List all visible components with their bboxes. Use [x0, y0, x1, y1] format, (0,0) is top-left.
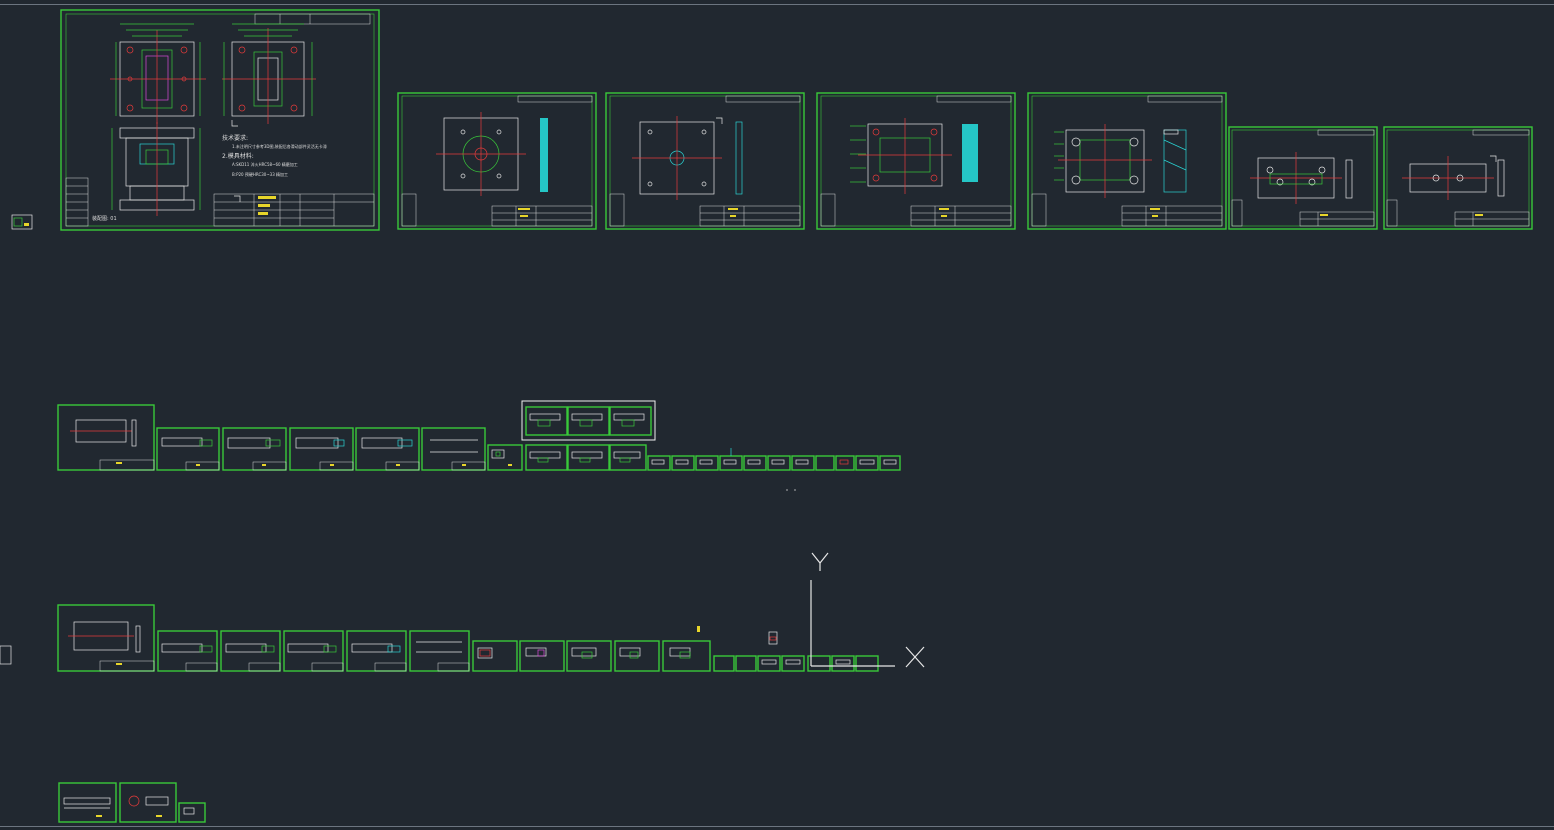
row-4-sheets[interactable] [58, 782, 206, 823]
sheet-row2-1[interactable] [57, 404, 155, 471]
sheet-row2-5[interactable] [355, 427, 420, 471]
sheet-part-2[interactable] [397, 92, 597, 230]
sheet-row3-11[interactable] [662, 626, 711, 672]
sheet-part-7[interactable] [1383, 126, 1533, 230]
sheet-row4-1[interactable] [58, 782, 117, 823]
sheet-row4-2[interactable] [119, 782, 177, 823]
sheet-row2-2[interactable] [156, 427, 220, 471]
sheet-row2-7[interactable] [487, 444, 523, 471]
sheet-row3-8[interactable] [519, 640, 565, 672]
sheet-row3-10[interactable] [614, 640, 660, 672]
tech-note-line3: A:SKD11 淬火HRC58~60 精磨加工 [232, 161, 298, 167]
sheet-row3-4[interactable] [283, 630, 344, 672]
window-top-border [0, 0, 1554, 5]
sheet-row2-10[interactable] [609, 444, 647, 471]
sheet-part-5[interactable] [1027, 92, 1227, 230]
row-3-sheets[interactable] [0, 604, 879, 672]
sheet-row3-5[interactable] [346, 630, 407, 672]
window-bottom-border [0, 826, 1554, 827]
sheet-row2-3[interactable] [222, 427, 287, 471]
sheet-row2-8[interactable] [525, 444, 568, 471]
selection-box[interactable] [521, 400, 656, 441]
tech-note-line1: 1.未注明尺寸参考3D图,装配后各滑动部件灵活无卡滞 [232, 143, 327, 149]
thumbnail-fragment-left[interactable] [11, 214, 33, 230]
sheet-row2-tiny-strip[interactable] [647, 448, 901, 471]
sheet-row2-sel-3[interactable] [609, 406, 652, 436]
sheet-row3-6[interactable] [409, 630, 470, 672]
sheet-row2-4[interactable] [289, 427, 354, 471]
sheet-row2-9[interactable] [567, 444, 610, 471]
assembly-label: 装配图: 01 [92, 215, 117, 222]
row-2-sheets[interactable] [57, 400, 901, 491]
ucs-axis-icon [810, 552, 925, 668]
sheet-row3-2[interactable] [157, 630, 218, 672]
sheet-row3-tiny-strip[interactable] [713, 631, 879, 672]
sheet-part-6[interactable] [1228, 126, 1378, 230]
tech-note-title: 技术要求: [222, 134, 248, 142]
sheet-row2-sel-1[interactable] [525, 406, 568, 436]
sheet-assembly[interactable]: 技术要求: 1.未注明尺寸参考3D图,装配后各滑动部件灵活无卡滞 2.模具材料:… [60, 9, 380, 231]
sheet-row2-6[interactable] [421, 427, 486, 471]
sheet-part-4[interactable] [816, 92, 1016, 230]
sheet-row3-1[interactable] [57, 604, 155, 672]
tech-note-line2: 2.模具材料: [222, 152, 254, 160]
sheet-row4-3[interactable] [178, 802, 206, 823]
tech-note-line4: B:P20 预硬HRC30~33 精加工 [232, 171, 288, 177]
sheet-row2-sel-2[interactable] [567, 406, 610, 436]
sheet-part-3[interactable] [605, 92, 805, 230]
thumbnail-fragment-left-2[interactable] [0, 645, 12, 665]
sheet-row3-7[interactable] [472, 640, 518, 672]
sheet-row3-9[interactable] [566, 640, 612, 672]
sheet-row3-3[interactable] [220, 630, 281, 672]
